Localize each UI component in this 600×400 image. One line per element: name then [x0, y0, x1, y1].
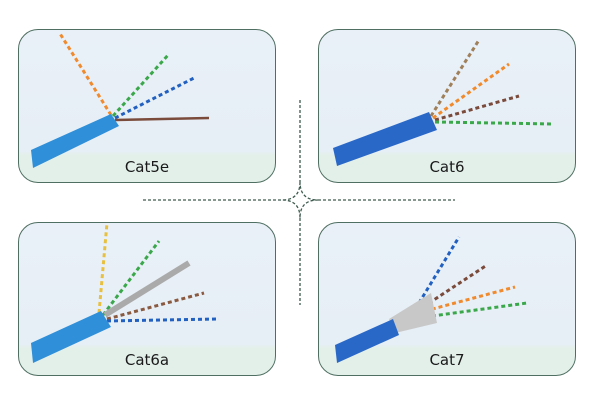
cable-wire — [434, 94, 520, 122]
cable-wire — [424, 301, 528, 319]
cable-card-cat5e: Cat5e — [18, 29, 276, 183]
cable-wire — [106, 317, 220, 323]
cable-wire — [114, 116, 210, 122]
center-star-shape — [281, 181, 319, 219]
cable-card-cat6a: Cat6a — [18, 222, 276, 376]
cable-wire — [111, 52, 171, 118]
cable-wire — [432, 62, 510, 120]
cable-wire — [429, 39, 481, 117]
cat6-cable-image — [333, 39, 555, 166]
cable-wire — [434, 120, 555, 126]
cable-wire — [424, 285, 516, 313]
cable-wire — [422, 263, 488, 309]
cable-card-cat6: Cat6 — [318, 29, 576, 183]
cable-wire — [335, 319, 399, 363]
cable-wire — [103, 260, 191, 318]
cable-wire — [106, 291, 205, 321]
cable-card-cat7: Cat7 — [318, 222, 576, 376]
cable-wire — [57, 31, 113, 116]
cat7-cable-image — [335, 236, 528, 363]
cable-wire — [97, 223, 109, 314]
card-label: Cat6 — [429, 158, 465, 176]
card-label: Cat7 — [429, 351, 465, 369]
cable-wire — [114, 76, 195, 120]
cat6a-cable-image — [31, 223, 220, 363]
cable-wire — [389, 293, 437, 333]
cable-wire — [101, 240, 161, 316]
card-label: Cat5e — [124, 158, 170, 176]
cable-wire — [417, 236, 461, 304]
cable-wire — [333, 112, 437, 166]
cat5e-cable-image — [31, 31, 210, 168]
cable-wire — [31, 114, 119, 168]
card-label: Cat6a — [124, 351, 170, 369]
cable-wire — [31, 311, 111, 363]
